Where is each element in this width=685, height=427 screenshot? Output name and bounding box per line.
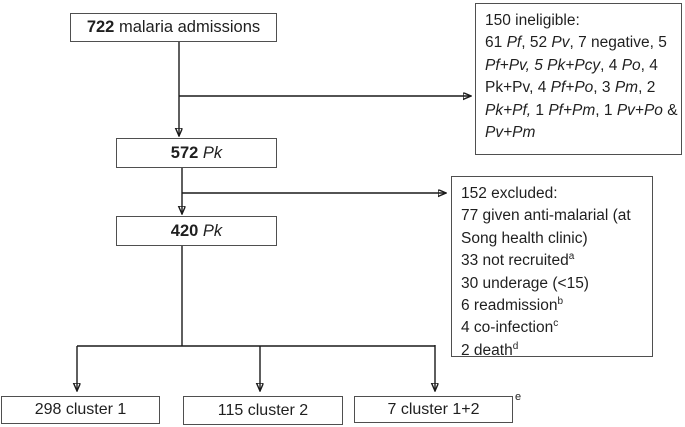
ineligible-box: 150 ineligible: 61 Pf, 52 Pv, 7 negative,… xyxy=(475,3,682,155)
footnote-e-marker: e xyxy=(515,391,522,403)
pk420-box: 420 Pk xyxy=(116,216,277,246)
text-line: 4 co-infectionc xyxy=(461,318,559,337)
cluster2-label: 115 cluster 2 xyxy=(217,401,309,419)
text-line: 150 ineligible: xyxy=(485,12,580,29)
text-line: Pv+Pm xyxy=(485,124,536,142)
text-line: 2 deathd xyxy=(461,340,519,359)
text-line: Pk+Pf, 1 Pf+Pm, 1 Pv+Po & xyxy=(485,101,678,119)
text-line: 77 given anti-malarial (at xyxy=(461,207,631,225)
pk572-label: 572 Pk xyxy=(170,143,223,162)
text-line: 61 Pf, 52 Pv, 7 negative, 5 xyxy=(485,34,667,52)
text-line: Pk+Pv, 4 Pf+Po, 3 Pm, 2 xyxy=(485,79,656,97)
cluster12-box: 7 cluster 1+2 xyxy=(354,396,513,423)
text-line: 30 underage (<15) xyxy=(461,274,589,292)
cluster2-box: 115 cluster 2 xyxy=(183,396,343,425)
cluster1-label: 298 cluster 1 xyxy=(34,401,127,418)
cluster1-box: 298 cluster 1 xyxy=(1,396,160,424)
admissions-label: 722 malaria admissions xyxy=(86,18,261,36)
text-line: Song health clinic) xyxy=(461,229,588,247)
text-line: 6 readmissionb xyxy=(461,295,564,315)
text-line: 152 excluded: xyxy=(461,185,558,202)
text-line: Pf+Pv, 5 Pk+Pcy, 4 Po, 4 xyxy=(485,56,658,74)
pk420-label: 420 Pk xyxy=(170,221,223,240)
pk572-box: 572 Pk xyxy=(116,138,277,168)
admissions-box: 722 malaria admissions xyxy=(70,13,277,42)
cluster12-label: 7 cluster 1+2 xyxy=(387,400,480,418)
text-line: 33 not recruiteda xyxy=(461,251,575,270)
